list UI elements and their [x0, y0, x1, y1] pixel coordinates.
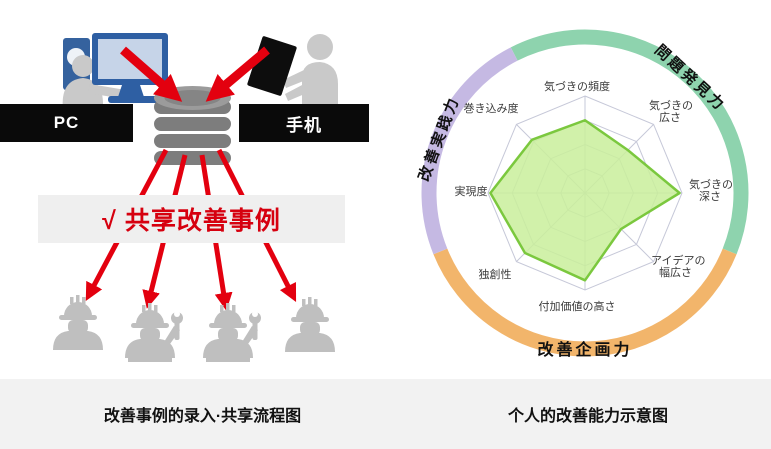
axis-label: 独創性: [479, 267, 512, 281]
axis-label: 気づきの頻度: [544, 79, 610, 93]
phone-label-box: 手机: [239, 104, 369, 142]
axis-label: 付加価値の高さ: [539, 299, 616, 313]
axis-label: アイデアの幅広さ: [651, 253, 705, 279]
axis-label: 実現度: [455, 184, 488, 198]
pc-user-icon: [62, 33, 168, 110]
axis-label: 気づきの広さ: [649, 98, 693, 124]
flow-diagram: [53, 33, 338, 380]
ring-segment: [433, 248, 737, 357]
axis-label: 巻き込み度: [464, 101, 519, 115]
share-banner: √ 共享改善事例: [38, 195, 345, 243]
worker-wrench-icon: [203, 303, 261, 362]
radar-chart: 問題発見力改善企画力改善実践力気づきの頻度気づきの広さ気づきの深さアイデアの幅広…: [415, 29, 749, 359]
ring-segment: [510, 29, 749, 255]
worker-helmet-icon: [53, 295, 103, 350]
right-caption: 个人的改善能力示意图: [507, 408, 668, 425]
worker-helmet-icon: [285, 297, 335, 352]
red-arrow-icon: [205, 46, 270, 102]
axis-label: 気づきの深さ: [689, 177, 733, 203]
share-banner-text: √ 共享改善事例: [102, 207, 281, 235]
phone-user-icon: [247, 34, 338, 110]
pc-label-box: PC: [0, 104, 133, 142]
phone-label: 手机: [286, 115, 322, 135]
ring-segment-label: 改善実践力: [415, 93, 463, 184]
radar-data-polygon: [489, 119, 681, 282]
left-caption: 改善事例的录入·共享流程图: [103, 408, 302, 425]
ring-segment-label: 改善企画力: [537, 340, 632, 359]
red-arrow-icon: [120, 46, 183, 102]
caption-band: 改善事例的录入·共享流程图 个人的改善能力示意图: [0, 379, 771, 449]
pc-label: PC: [53, 113, 80, 132]
ring-segment: [421, 47, 518, 255]
worker-wrench-icon: [125, 303, 183, 362]
